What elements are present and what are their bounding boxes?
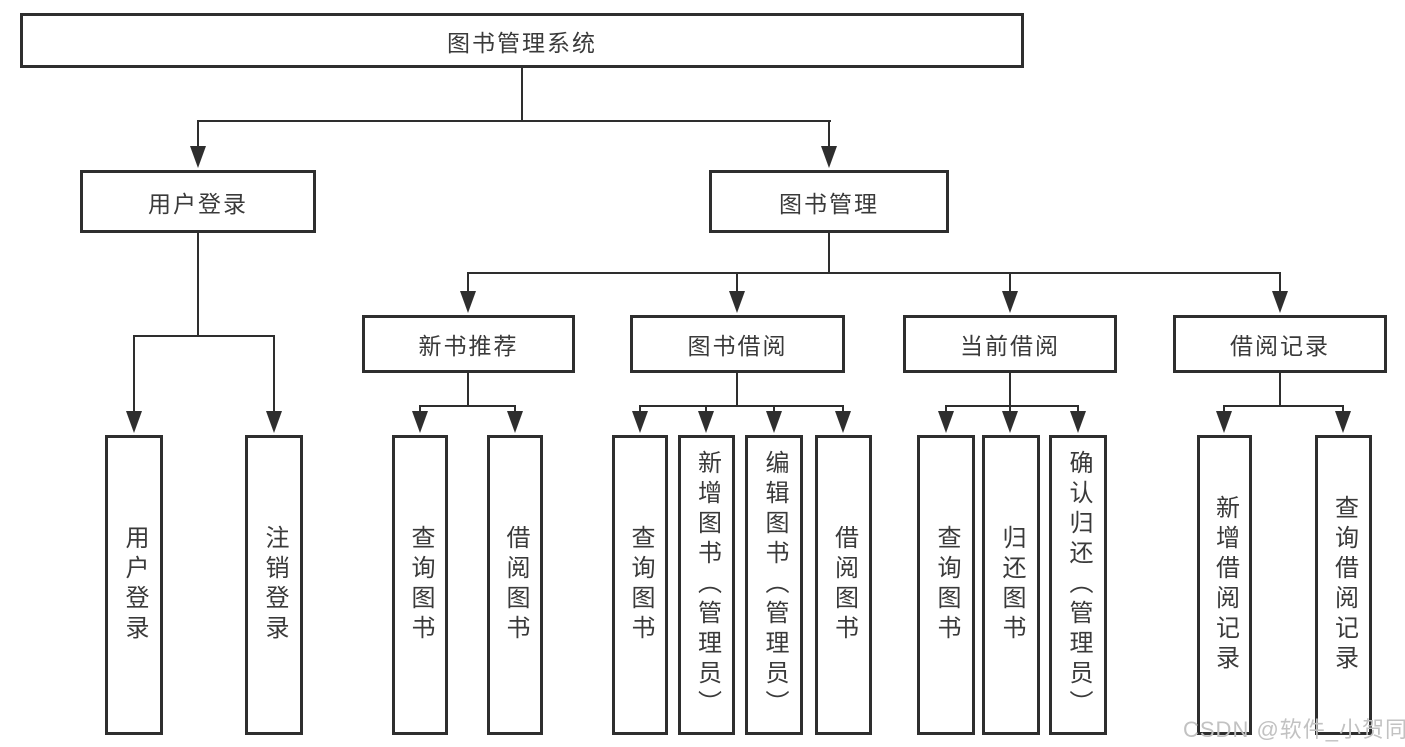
connector-new-book-rec-stub: [467, 373, 469, 405]
arrowhead-user-login: [190, 146, 206, 168]
leaf-edit-books-admin: 编辑图书（管理员）: [745, 435, 803, 735]
arrowhead-leaf-login: [126, 411, 142, 433]
connector-drop-leaf-logout: [273, 335, 275, 411]
connector-user-login-bar: [133, 335, 275, 337]
arrowhead: [1335, 411, 1351, 433]
arrowhead-book-mgmt: [821, 146, 837, 168]
connector-drop-current-borrow: [1009, 272, 1011, 292]
leaf-return-books: 归还图书: [982, 435, 1040, 735]
connector-drop: [514, 405, 516, 412]
connector-book-borrow-bar: [639, 405, 844, 407]
arrowhead: [698, 411, 714, 433]
arrowhead-borrow-records: [1272, 291, 1288, 313]
connector-drop: [639, 405, 641, 412]
connector-drop: [1223, 405, 1225, 412]
node-root: 图书管理系统: [20, 13, 1024, 68]
leaf-add-books-admin: 新增图书（管理员）: [678, 435, 735, 735]
leaf-borrow-books-1: 借阅图书: [487, 435, 543, 735]
leaf-query-books-3: 查询图书: [917, 435, 975, 735]
arrowhead-leaf-logout: [266, 411, 282, 433]
leaf-borrow-books-2: 借阅图书: [815, 435, 872, 735]
connector-drop-book-borrow: [736, 272, 738, 292]
arrowhead: [1070, 411, 1086, 433]
arrowhead: [1216, 411, 1232, 433]
connector-root-bar: [197, 120, 831, 122]
connector-borrow-records-stub: [1279, 373, 1281, 405]
leaf-user-login: 用户登录: [105, 435, 163, 735]
connector-book-borrow-stub: [736, 373, 738, 405]
connector-drop: [705, 405, 707, 412]
connector-drop: [773, 405, 775, 412]
connector-drop: [419, 405, 421, 412]
connector-book-mgmt-stub: [828, 233, 830, 272]
arrowhead: [766, 411, 782, 433]
arrowhead: [1002, 411, 1018, 433]
arrowhead: [412, 411, 428, 433]
connector-drop: [1342, 405, 1344, 412]
arrowhead-new-book-rec: [460, 291, 476, 313]
connector-drop: [1077, 405, 1079, 412]
leaf-logout: 注销登录: [245, 435, 303, 735]
connector-current-borrow-stub: [1009, 373, 1011, 405]
connector-drop-book-mgmt: [828, 120, 830, 146]
leaf-add-borrow-record: 新增借阅记录: [1197, 435, 1252, 735]
arrowhead-book-borrow: [729, 291, 745, 313]
arrowhead: [632, 411, 648, 433]
arrowhead: [835, 411, 851, 433]
connector-current-borrow-bar: [945, 405, 1079, 407]
connector-drop-new-book-rec: [467, 272, 469, 292]
arrowhead: [507, 411, 523, 433]
connector-drop: [842, 405, 844, 412]
connector-drop-user-login: [197, 120, 199, 146]
arrowhead-current-borrow: [1002, 291, 1018, 313]
connector-drop-leaf-login: [133, 335, 135, 411]
connector-drop: [945, 405, 947, 412]
node-new-book-rec: 新书推荐: [362, 315, 575, 373]
node-borrow-records: 借阅记录: [1173, 315, 1387, 373]
connector-drop: [1009, 405, 1011, 412]
leaf-query-borrow-record: 查询借阅记录: [1315, 435, 1372, 735]
connector-user-login-stub: [197, 233, 199, 335]
leaf-query-books-1: 查询图书: [392, 435, 448, 735]
arrowhead: [938, 411, 954, 433]
node-current-borrow: 当前借阅: [903, 315, 1117, 373]
node-book-borrow: 图书借阅: [630, 315, 845, 373]
node-user-login: 用户登录: [80, 170, 316, 233]
connector-borrow-records-bar: [1223, 405, 1344, 407]
leaf-confirm-return-admin: 确认归还（管理员）: [1049, 435, 1107, 735]
connector-book-mgmt-bar: [467, 272, 1281, 274]
connector-root-stub: [521, 68, 523, 120]
leaf-query-books-2: 查询图书: [612, 435, 668, 735]
connector-new-book-rec-bar: [419, 405, 516, 407]
csdn-watermark: CSDN @软件_小贺同学: [1183, 717, 1405, 742]
connector-drop-borrow-records: [1279, 272, 1281, 292]
node-book-mgmt: 图书管理: [709, 170, 949, 233]
